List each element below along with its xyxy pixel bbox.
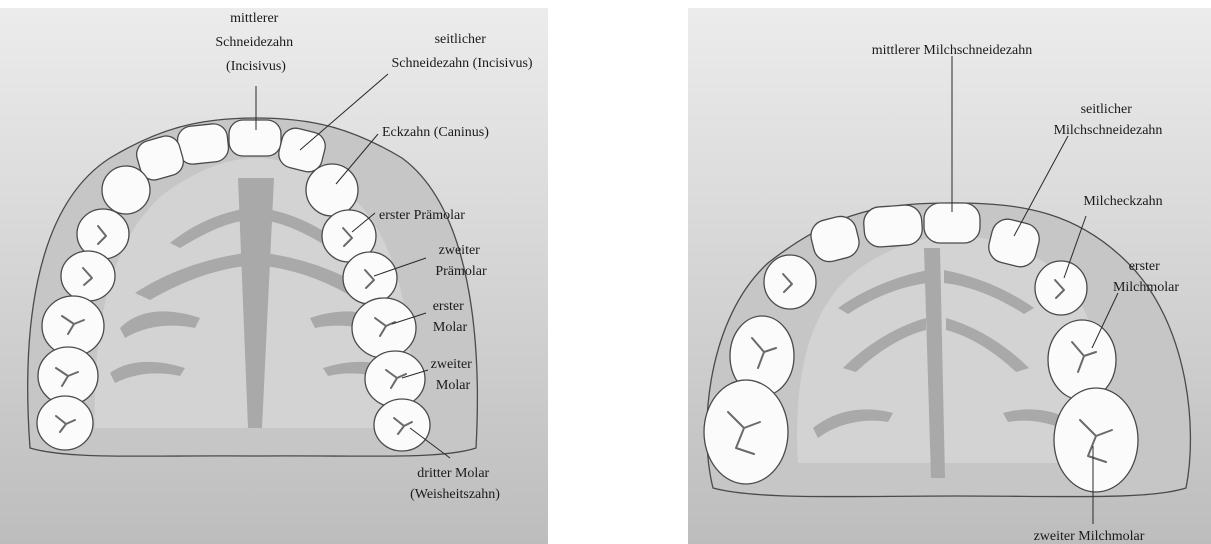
permanent-teeth-diagram: mittlerer Schneidezahn (Incisivus) seitl… [0, 8, 548, 544]
central-incisor-left [229, 120, 281, 156]
second-premolar-right [61, 251, 115, 301]
second-premolar-left [343, 252, 397, 304]
second-molar-left [1054, 388, 1138, 492]
primary-teeth-diagram: mittlerer Milchschneidezahn seitlicher M… [688, 8, 1211, 544]
canine-left [306, 164, 358, 216]
primary-teeth-svg: mittlerer Milchschneidezahn seitlicher M… [688, 8, 1211, 544]
second-molar-right [704, 380, 788, 484]
canine-right [102, 166, 150, 214]
central-incisor-right [176, 122, 230, 165]
label-second-molar: zweiter Milchmolar [1034, 529, 1145, 544]
permanent-teeth-svg: mittlerer Schneidezahn (Incisivus) seitl… [0, 8, 548, 544]
label-canine: Eckzahn (Caninus) [382, 125, 489, 140]
central-incisor-right [863, 204, 924, 248]
label-first-premolar: erster Prämolar [379, 208, 465, 223]
second-molar-left [365, 351, 425, 407]
label-canine: Milcheckzahn [1083, 194, 1162, 209]
label-central-incisor: mittlerer Milchschneidezahn [872, 43, 1033, 58]
